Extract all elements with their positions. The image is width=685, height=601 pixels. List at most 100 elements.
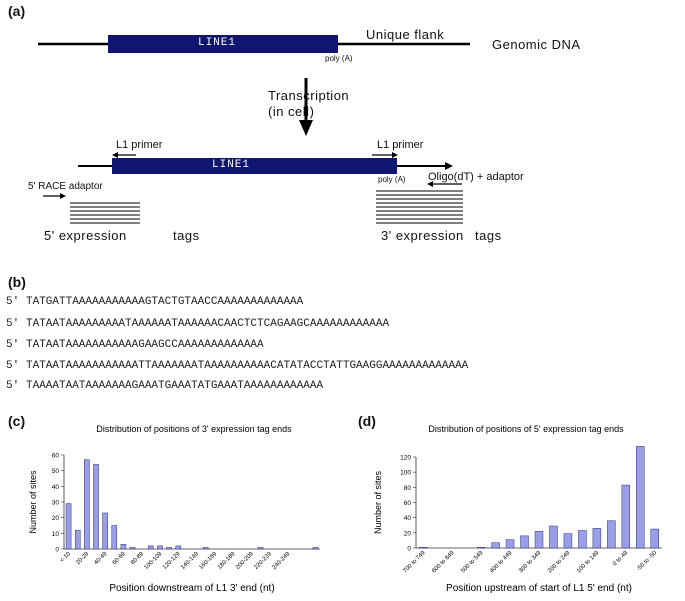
bar [578, 530, 587, 549]
panel-d-label: (d) [358, 413, 376, 429]
x-tick-label: 240-249 [272, 551, 292, 571]
line1-box-top [108, 35, 338, 53]
x-axis-label: Position upstream of start of L1 5' end … [446, 583, 632, 594]
bar [505, 539, 515, 549]
bar [419, 546, 428, 549]
line1-label-top: LINE1 [198, 37, 237, 49]
unique-flank-label: Unique flank [366, 27, 445, 42]
bar [84, 459, 90, 550]
bar [129, 547, 136, 550]
expression-tags-3 [376, 190, 463, 224]
y-tick-label: 80 [404, 485, 412, 492]
bar [257, 547, 264, 550]
tags-left-label: tags [173, 228, 200, 243]
sequence-row: 5'TATGATTAAAAAAAAAAAGTACTGTAACCAAAAAAAAA… [6, 296, 304, 308]
y-tick-label: 40 [404, 515, 412, 522]
x-tick-label: 400 to 449 [489, 550, 514, 575]
bar [157, 545, 163, 550]
bar [592, 528, 602, 549]
bar [65, 503, 72, 550]
expr3-label: 3' expression [381, 228, 464, 243]
x-tick-label: 20-29 [75, 551, 91, 567]
y-tick-label: 40 [52, 484, 60, 491]
in-cell-label: (in cell) [268, 104, 315, 119]
chart-c: Distribution of positions of 3' expressi… [28, 424, 320, 594]
x-tick-label: 120-129 [162, 551, 182, 571]
bar [74, 529, 81, 550]
panel-a-label: (a) [8, 3, 26, 19]
bar [312, 547, 319, 550]
line1-label-bottom: LINE1 [212, 159, 251, 171]
bar [102, 512, 108, 550]
y-tick-label: 60 [404, 500, 412, 507]
y-tick-label: 10 [52, 531, 60, 538]
bar [491, 542, 500, 549]
race-adaptor-label: 5' RACE adaptor [28, 181, 103, 192]
x-tick-label: 300 to 349 [518, 550, 543, 575]
oligo-dt-label: Oligo(dT) + adaptor [428, 171, 524, 183]
poly-a-bottom-label: poly (A) [378, 175, 406, 184]
x-tick-label: 200 to 249 [547, 550, 572, 575]
y-tick-label: 20 [404, 530, 412, 537]
x-axis-label: Position downstream of L1 3' end (nt) [109, 583, 274, 594]
bar [148, 545, 154, 550]
x-tick-label: 0 to 49 [612, 550, 630, 568]
bar [549, 525, 558, 549]
bar [175, 545, 182, 550]
x-tick-label: 160-169 [198, 551, 218, 571]
x-tick-label: 500 to 549 [460, 550, 485, 575]
bar [120, 544, 127, 550]
bar [111, 525, 118, 550]
x-tick-label: 100 to 149 [576, 550, 601, 575]
bar [563, 533, 573, 549]
bar [650, 528, 659, 549]
panel-c-label: (c) [8, 413, 26, 429]
y-tick-label: 0 [407, 546, 411, 553]
transcript-arrow-head [445, 162, 453, 170]
x-tick-label: 60-69 [112, 551, 128, 567]
y-axis-label: Number of sites [373, 470, 383, 534]
y-tick-label: 20 [52, 515, 60, 522]
l1-primer-right-label: L1 primer [377, 139, 424, 151]
x-tick-label: 100-109 [144, 551, 164, 571]
y-tick-label: 120 [400, 455, 411, 462]
x-tick-label: 600 to 649 [431, 550, 456, 575]
chart-title: Distribution of positions of 3' expressi… [96, 424, 292, 434]
sequence-row: 5'TATAATAAAAAAAAAAATTAAAAAAATAAAAAAAAAAC… [6, 360, 469, 372]
bar [534, 531, 544, 549]
x-tick-label: 180-189 [217, 551, 237, 571]
sequence-row: 5'TATAATAAAAAAAAATAAAAAATAAAAAACAACTCTCA… [6, 318, 390, 330]
schematic-diagram [38, 35, 470, 224]
expr5-label: 5' expression [44, 228, 127, 243]
y-tick-label: 30 [52, 500, 60, 507]
bar [202, 547, 209, 550]
expression-tags-5 [70, 202, 140, 224]
bar [166, 547, 172, 550]
y-axis-label: Number of sites [28, 470, 38, 534]
x-tick-label: -50 to -50 [636, 550, 659, 573]
transcription-label: Transcription [268, 88, 350, 103]
tags-right-label: tags [475, 228, 502, 243]
x-tick-label: 200-209 [235, 551, 255, 571]
y-tick-label: 100 [400, 470, 411, 477]
y-tick-label: 60 [52, 453, 60, 460]
y-tick-label: 0 [55, 547, 59, 554]
sequence-row: 5'TATAATAAAAAAAAAAAGAAGCCAAAAAAAAAAAAA [6, 339, 264, 351]
x-tick-label: 220-229 [253, 551, 273, 571]
bar [621, 484, 631, 549]
chart-d: Distribution of positions of 5' expressi… [373, 424, 662, 594]
bar [607, 520, 616, 549]
bar [93, 464, 99, 550]
x-tick-label: 700 to 749 [402, 550, 427, 575]
bar [476, 546, 486, 549]
x-tick-label: 80-89 [130, 551, 146, 567]
line1-box-bottom [112, 158, 397, 174]
x-tick-label: 40-49 [93, 551, 109, 567]
x-tick-label: <-10 [59, 551, 72, 564]
sequence-row: 5'TAAAATAATAAAAAAAGAAATGAAATATGAAATAAAAA… [6, 380, 324, 392]
chart-title: Distribution of positions of 5' expressi… [428, 424, 624, 434]
y-tick-label: 50 [52, 468, 60, 475]
poly-a-top-label: poly (A) [325, 54, 353, 63]
transcription-arrow-head [299, 120, 313, 136]
